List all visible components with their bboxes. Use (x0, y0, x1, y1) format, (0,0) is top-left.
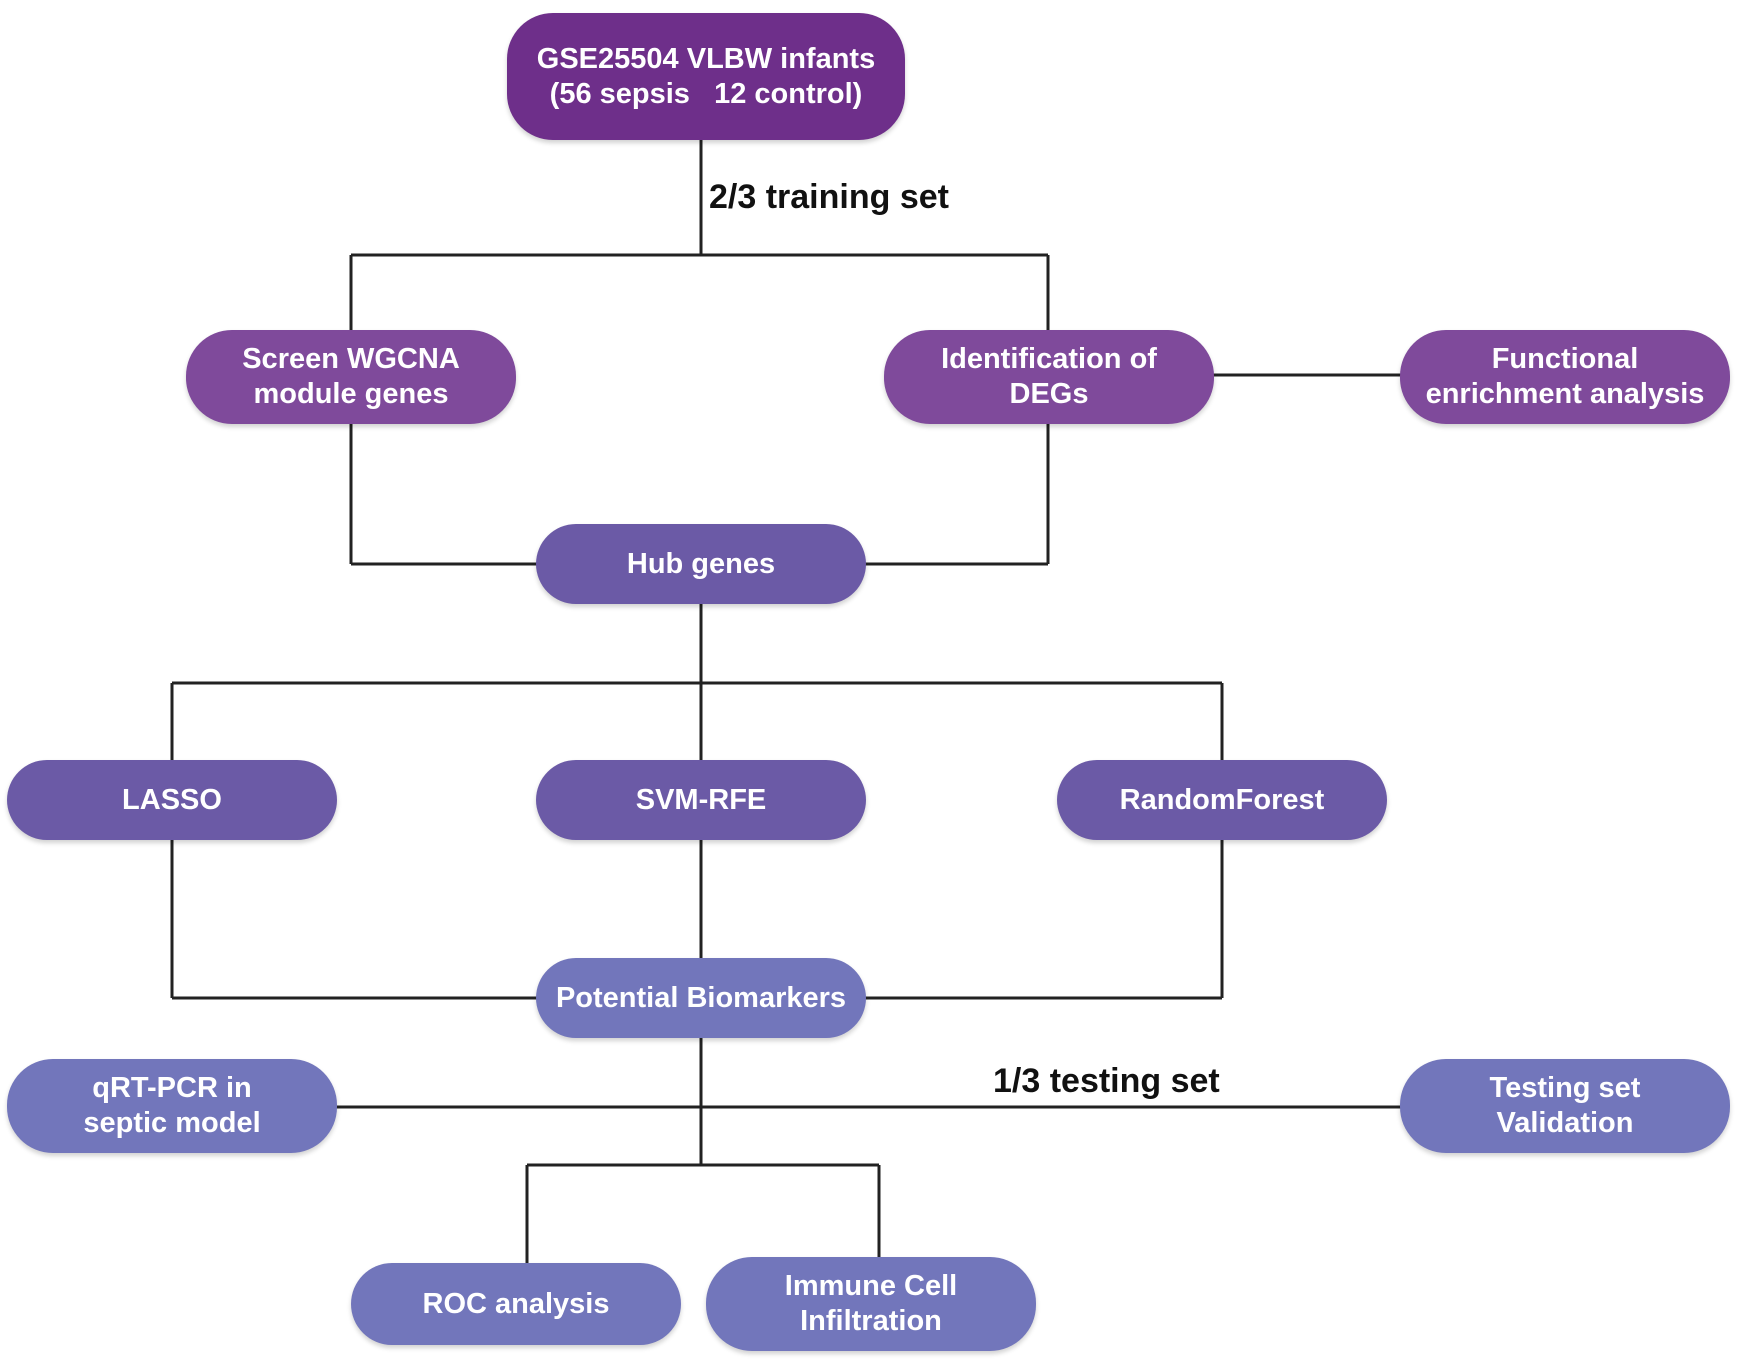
svm-rfe-node: SVM-RFE (536, 760, 866, 840)
biomarkers-label: Potential Biomarkers (555, 981, 847, 1014)
lasso-node: LASSO (7, 760, 337, 840)
enrichment-line2: enrichment analysis (1425, 378, 1705, 410)
immune-line1: Immune Cell (784, 1270, 958, 1302)
degs-line2: DEGs (1009, 378, 1089, 410)
svm-rfe-label: SVM-RFE (635, 783, 767, 816)
roc-label: ROC analysis (422, 1287, 610, 1320)
degs-line1: Identification of (941, 343, 1157, 375)
random-forest-label: RandomForest (1119, 783, 1325, 816)
wgcna-line1: Screen WGCNA (242, 343, 460, 375)
immune-line2: Infiltration (800, 1305, 942, 1337)
qrtpcr-line2: septic model (83, 1107, 261, 1139)
roc-node: ROC analysis (351, 1263, 681, 1345)
enrichment-line1: Functional (1491, 343, 1639, 375)
lasso-label: LASSO (122, 783, 222, 816)
testing-set-label: 1/3 testing set (993, 1062, 1220, 1100)
dataset-node: GSE25504 VLBW infants(56 sepsis 12 contr… (507, 13, 905, 140)
hub-genes-label: Hub genes (626, 547, 776, 580)
training-set-label: 2/3 training set (709, 178, 949, 216)
hub-genes-node: Hub genes (536, 524, 866, 604)
dataset-line1: GSE25504 VLBW infants (536, 42, 876, 75)
testing-validation-line2: Validation (1496, 1107, 1634, 1139)
wgcna-line2: module genes (253, 378, 449, 410)
qrtpcr-line1: qRT-PCR in (92, 1072, 252, 1104)
random-forest-node: RandomForest (1057, 760, 1387, 840)
biomarkers-node: Potential Biomarkers (536, 958, 866, 1038)
testing-validation-line1: Testing set (1489, 1072, 1641, 1104)
dataset-line2: (56 sepsis 12 control) (549, 77, 863, 110)
